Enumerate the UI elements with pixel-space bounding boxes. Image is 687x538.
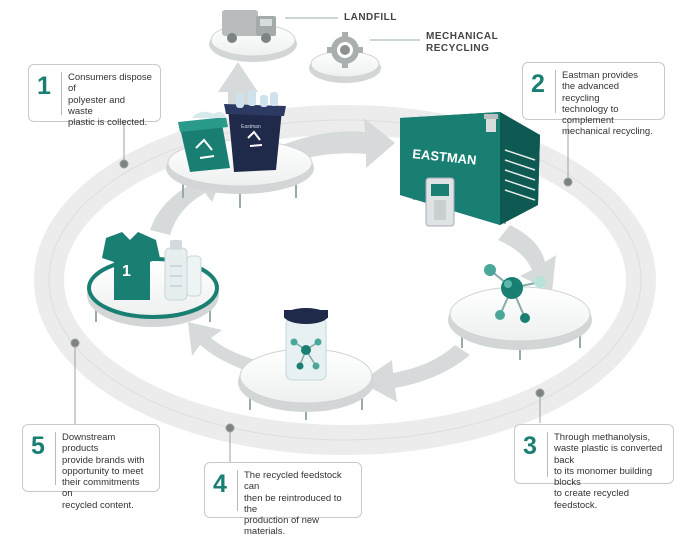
landfill-truck-icon [222, 10, 276, 43]
step-4-callout: 4 The recycled feedstock can then be rei… [204, 462, 362, 537]
landfill-label: LANDFILL [344, 12, 397, 23]
step-3-line: to its monomer building blocks [554, 465, 653, 489]
step-3-line: to create recycled feedstock. [554, 488, 629, 511]
step-4-divider [237, 470, 238, 511]
step-2-line: the advanced recycling [562, 81, 620, 104]
mechanical-label-line: MECHANICAL [426, 31, 499, 42]
platform-molecule [448, 286, 592, 360]
arrow-jar-to-shirt [188, 322, 256, 372]
recycling-gear-icon [327, 32, 363, 68]
step-5-callout: 5 Downstream products provide brands wit… [22, 424, 160, 511]
shirt-number-text: 1 [122, 263, 131, 280]
step-1-callout: 1 Consumers dispose of polyester and was… [28, 64, 161, 128]
step-1-line: polyester and waste [68, 94, 126, 117]
step-5-line: recycled content. [62, 499, 134, 511]
step-2-line: mechanical recycling. [562, 126, 653, 138]
outer-ring [34, 105, 656, 455]
step-2-number: 2 [531, 70, 545, 98]
step-2-line: technology to complement [562, 103, 619, 127]
step-5-text: Downstream products provide brands with … [62, 432, 151, 511]
step-1-text: Consumers dispose of polyester and waste… [68, 72, 152, 128]
step-1-line: plastic is collected. [68, 117, 148, 129]
step-5-line: opportunity to meet [62, 465, 144, 477]
feedstock-jar-icon [284, 308, 328, 381]
step-5-line: their commitments on [62, 477, 140, 500]
recycling-label-line: RECYCLING [426, 43, 490, 54]
step-1-number: 1 [37, 72, 51, 100]
step-2-callout: 2 Eastman provides the advanced recyclin… [522, 62, 665, 137]
connector-lines [70, 118, 573, 462]
step-5-number: 5 [31, 432, 45, 460]
step-3-line: Through methanolysis, [554, 432, 651, 443]
recycling-loop-diagram: Eastman EASTMAN [34, 10, 656, 462]
step-3-text: Through methanolysis, waste plastic is c… [554, 432, 665, 511]
step-4-line: then be reintroduced to the [244, 492, 342, 515]
molecule-icon [484, 264, 546, 323]
step-4-line: The recycled feedstock can [244, 470, 342, 493]
step-4-number: 4 [213, 470, 227, 498]
step-1-divider [61, 72, 62, 115]
step-3-number: 3 [523, 432, 537, 460]
step-2-divider [555, 70, 556, 113]
step-2-line: Eastman provides [562, 70, 639, 81]
step-4-text: The recycled feedstock can then be reint… [244, 470, 353, 538]
step-5-line: provide brands with [62, 454, 145, 466]
step-2-text: Eastman provides the advanced recycling … [562, 70, 656, 138]
eastman-brand-text: EASTMAN [412, 146, 477, 168]
bin-tag-text: Eastman [241, 124, 261, 130]
step-1-line: Consumers dispose of [68, 72, 152, 95]
shirt-bottle-icon: 1 [102, 232, 202, 301]
arrow-eastman-to-molecule [498, 225, 556, 292]
arrow-molecule-to-jar [360, 345, 470, 402]
step-4-line: production of new materials. [244, 515, 319, 538]
eastman-machine-icon: EASTMAN [400, 112, 540, 227]
step-3-callout: 3 Through methanolysis, waste plastic is… [514, 424, 674, 511]
mechanical-recycling-label: MECHANICAL RECYCLING [426, 31, 498, 55]
step-5-line: Downstream products [62, 432, 116, 455]
step-3-line: waste plastic is converted back [554, 443, 663, 466]
recycling-bins-icon: Eastman [178, 90, 286, 172]
step-3-divider [547, 432, 548, 477]
step-5-divider [55, 432, 56, 485]
